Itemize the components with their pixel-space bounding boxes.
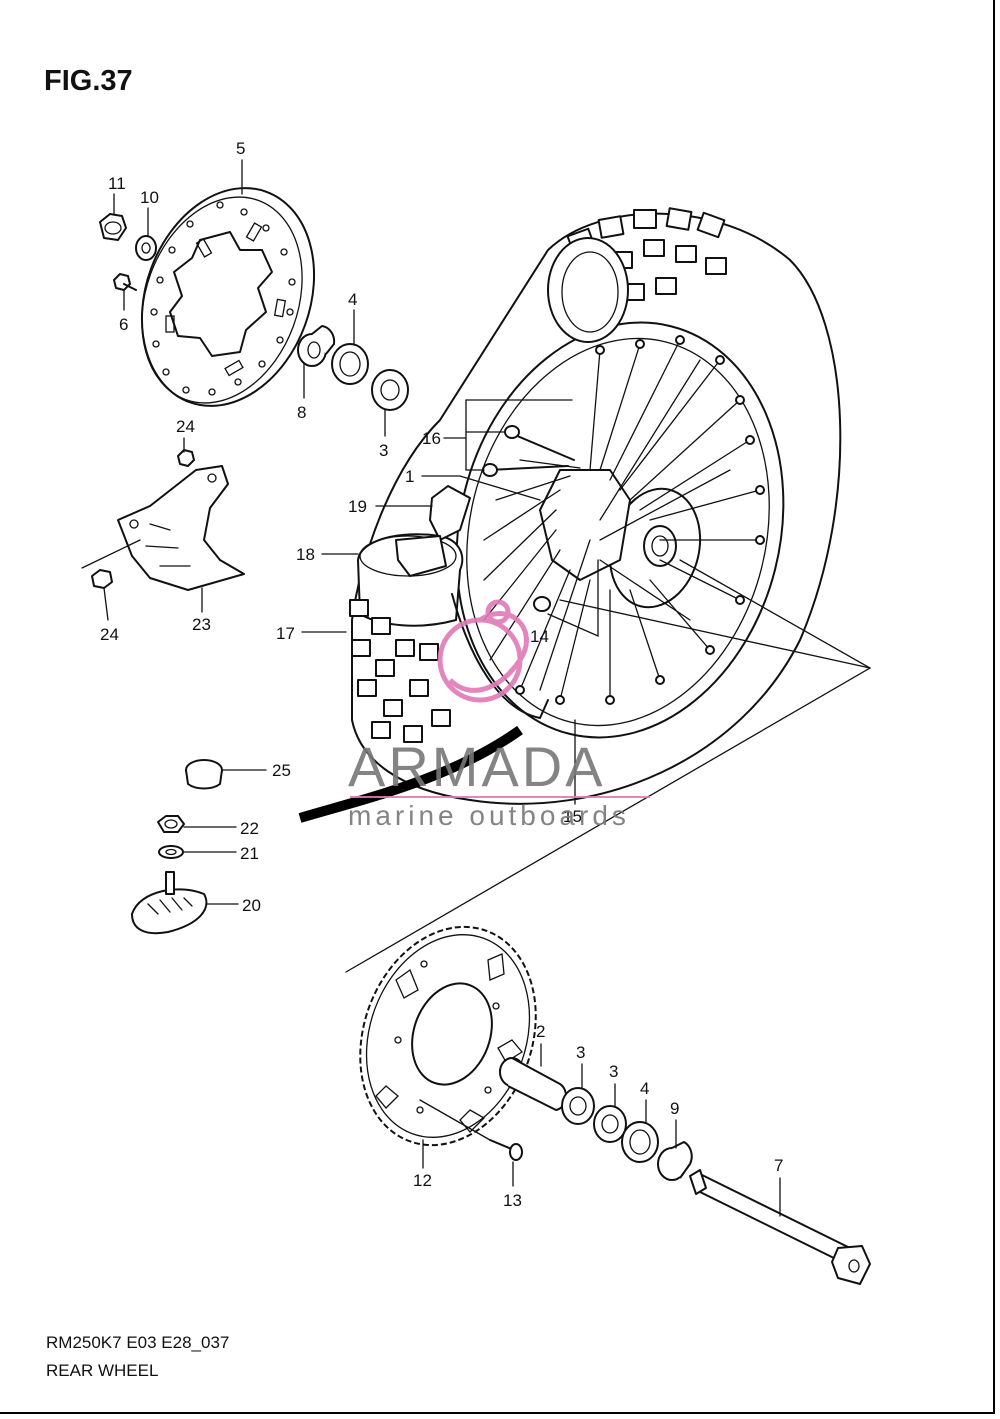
- callout-15: 15: [563, 807, 582, 826]
- callout-4-lower: 4: [640, 1079, 649, 1098]
- callout-18: 18: [296, 545, 315, 564]
- watermark-brand: ARMADA: [348, 735, 606, 798]
- callout-6: 6: [119, 315, 128, 334]
- callout-3-lower-b: 3: [609, 1062, 618, 1081]
- tube-valve-20: [131, 871, 208, 935]
- sprocket-12: [359, 925, 537, 1147]
- nut-22: [157, 815, 185, 833]
- callout-4-upper: 4: [348, 290, 357, 309]
- callout-7: 7: [774, 1156, 783, 1175]
- spacer-8: [297, 325, 336, 367]
- callout-16: 16: [422, 429, 441, 448]
- washer-10: [135, 235, 157, 261]
- callout-25: 25: [272, 761, 291, 780]
- axle-7: [689, 1169, 871, 1285]
- model-code: RM250K7 E03 E28_037: [46, 1333, 229, 1352]
- callout-3-upper: 3: [379, 441, 388, 460]
- nut-11: [99, 213, 127, 241]
- bearing-3-lower-a: [561, 1087, 595, 1125]
- callout-1: 1: [405, 467, 414, 486]
- callouts: 5 11 10 6 4 8 3 24 24 23 16 1 19 18 17: [100, 139, 783, 1217]
- washer-21: [158, 845, 184, 859]
- callout-24-upper: 24: [176, 417, 195, 436]
- disc-guard-23: [117, 465, 245, 591]
- figure-title: REAR WHEEL: [46, 1361, 158, 1380]
- callout-20: 20: [242, 896, 261, 915]
- callout-2: 2: [536, 1022, 545, 1041]
- valve-cap-25: [185, 759, 223, 790]
- bearing-3-upper: [371, 369, 409, 411]
- callout-10: 10: [140, 188, 159, 207]
- bolt-24-upper: [177, 449, 195, 467]
- seal-4-upper: [331, 343, 369, 385]
- callout-14: 14: [530, 627, 549, 646]
- seal-4-lower: [621, 1121, 659, 1163]
- callout-21: 21: [240, 844, 259, 863]
- callout-19: 19: [348, 497, 367, 516]
- brake-disc: [140, 187, 316, 407]
- figure-number: FIG.37: [44, 65, 133, 97]
- callout-24-lower: 24: [100, 625, 119, 644]
- callout-5: 5: [236, 139, 245, 158]
- callout-23: 23: [192, 615, 211, 634]
- callout-9: 9: [670, 1099, 679, 1118]
- spokes: [483, 339, 761, 701]
- rim-strip-arc: [298, 725, 523, 823]
- watermark: ARMADA marine outboards: [348, 599, 650, 831]
- bearing-3-lower-b: [593, 1105, 627, 1143]
- bolt-6: [113, 273, 137, 291]
- spacer-2: [499, 1057, 568, 1111]
- bolt-13: [419, 1099, 523, 1161]
- callout-11: 11: [108, 174, 126, 193]
- callout-13: 13: [503, 1191, 522, 1210]
- callout-3-lower-a: 3: [576, 1043, 585, 1062]
- rear-wheel-assembly: [349, 207, 842, 805]
- spacer-9: [657, 1141, 693, 1181]
- callout-22: 22: [240, 819, 259, 838]
- callout-12: 12: [413, 1171, 432, 1190]
- callout-17: 17: [276, 624, 295, 643]
- watermark-logo-icon: [437, 599, 529, 703]
- callout-8: 8: [297, 403, 306, 422]
- bolt-24-lower: [91, 569, 113, 589]
- watermark-tagline: marine outboards: [348, 800, 630, 831]
